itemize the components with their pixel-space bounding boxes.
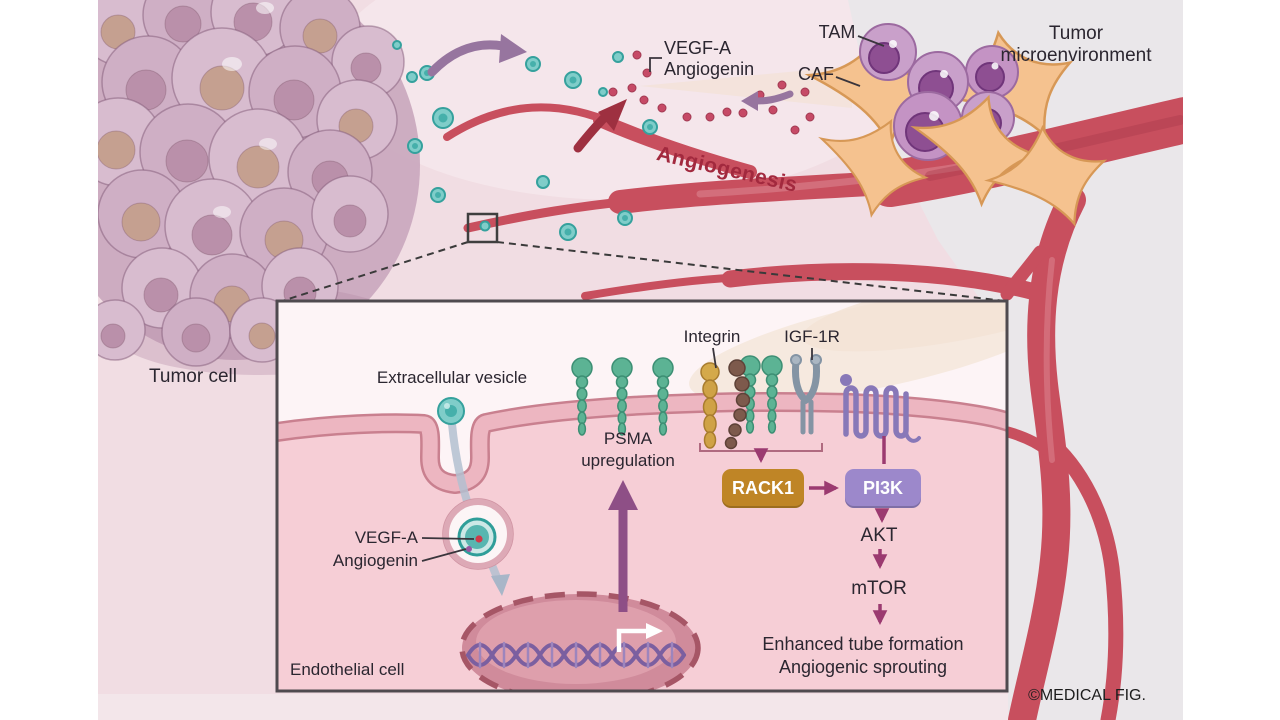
psma-label-line2: upregulation [581,451,675,470]
angiogenin-inset-label: Angiogenin [332,551,418,570]
copyright-label: ©MEDICAL FIG. [1028,687,1146,704]
akt-label: AKT [860,525,898,546]
psma-upregulation-arrow [608,480,638,612]
endothelial-cell-label: Endothelial cell [290,660,405,679]
rack1-label: RACK1 [731,478,794,498]
caf-extension-streak [640,66,852,108]
ev-flow-arrow [427,40,508,77]
zoom-callout [278,212,1006,303]
extracellular-vesicles [392,40,658,241]
enhanced-tube-formation-label: Enhanced tube formation [762,634,964,654]
extracellular-vesicle-label: Extracellular vesicle [376,368,528,387]
angiogenin-top-label: Angiogenin [664,59,755,79]
angiogenic-sprouting-label: Angiogenic sprouting [778,657,948,677]
endosome-vesicle [442,498,514,570]
transcription-arrow [616,623,663,652]
caf-label: CAF [798,64,834,84]
tam-label: TAM [818,22,856,42]
flow-arrows [427,34,794,153]
mtor-label: mTOR [851,578,907,599]
pi3k-label: PI3K [862,478,904,498]
tumor-cell-cluster [98,0,420,375]
zoom-source-square [466,212,499,244]
inset-panel [277,301,1007,691]
tumor-cell-label: Tumor cell [149,366,237,387]
igf1r-receptor [790,354,822,435]
pi3k-node: PI3K [845,469,921,508]
gpcr-receptor [840,374,921,443]
bottom-strip [98,694,1008,720]
rack1-node: RACK1 [722,469,804,508]
tumor-microenvironment-cells [640,18,1112,234]
vegf-a-top-label: VEGF-A [664,38,732,58]
integrin-receptor [700,359,751,450]
endothelial-cell-interior [277,401,1007,691]
factor-flow-arrow [752,90,794,105]
secreted-factor-dots [608,50,815,135]
psma-label-line1: PSMA [603,429,653,448]
igf1r-label: IGF-1R [784,327,840,346]
endocytosis-arrowhead [491,574,510,596]
inset-border [275,299,1009,693]
vegf-a-inset-label: VEGF-A [354,528,418,547]
dna-helix [466,641,686,669]
signaling-arrows [699,436,890,625]
integrin-label: Integrin [683,327,741,346]
angiogenin-dot [466,546,472,552]
illustration-svg [98,0,1183,720]
vegf-a-dot [475,535,483,543]
tumor-microenvironment-label: Tumor microenvironment [1000,23,1152,66]
label-leader-lines [649,35,885,87]
